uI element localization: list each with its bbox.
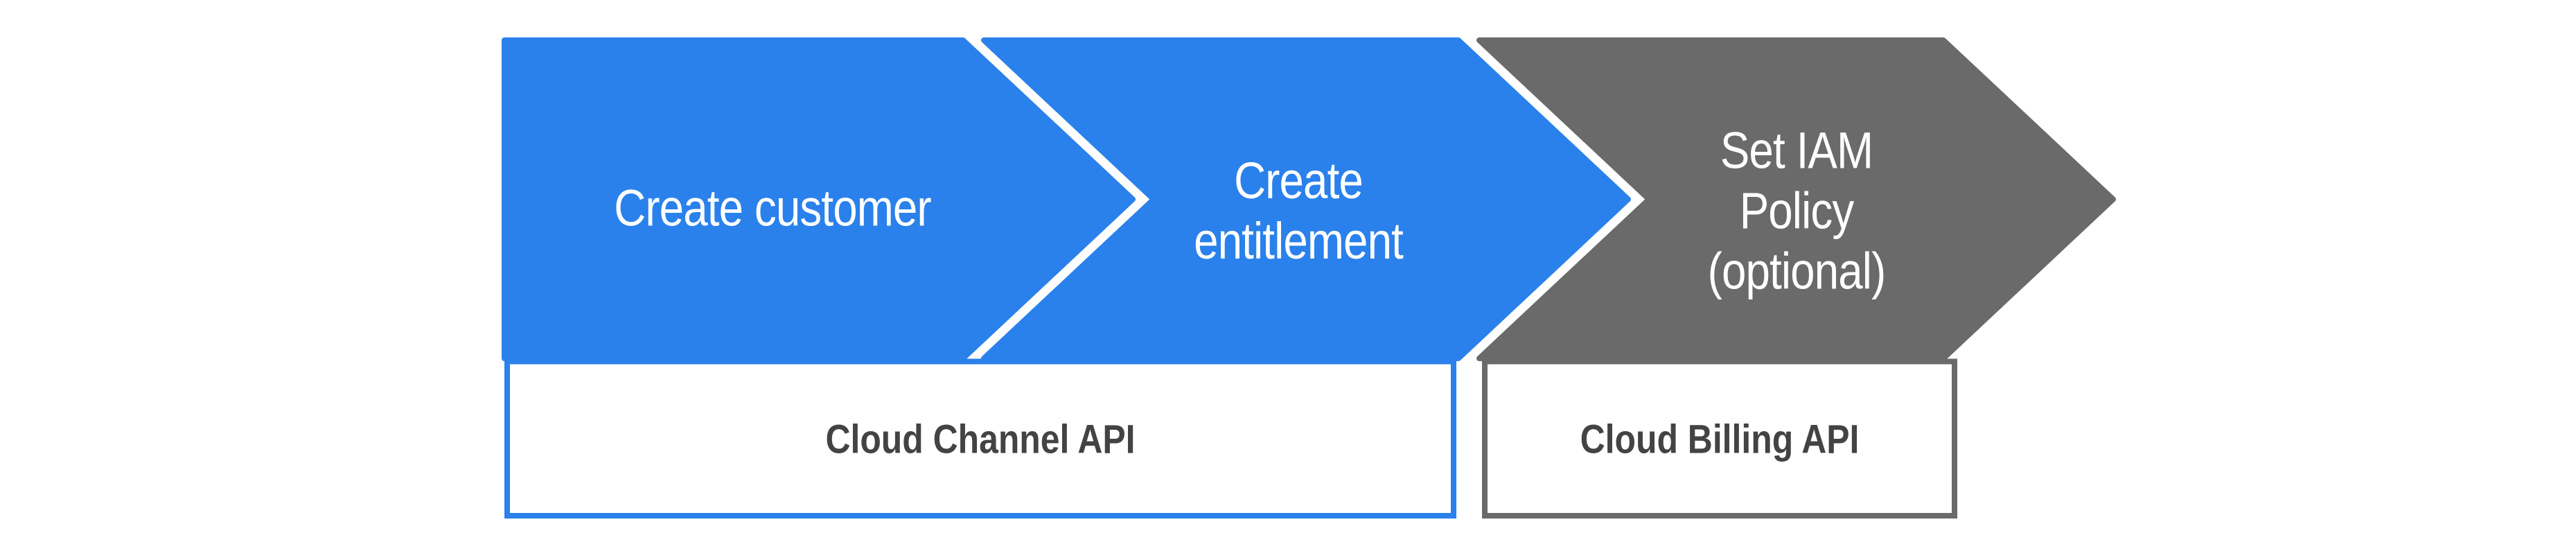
api-box-cloud-billing	[1482, 358, 1957, 518]
step-label-line: (optional)	[1707, 242, 1887, 300]
step-label-line: Policy	[1739, 182, 1854, 240]
step-label-line: entitlement	[1194, 212, 1404, 270]
api-box-label-cloud-billing: Cloud Billing API	[1580, 417, 1860, 462]
step-label-create-entitlement: Create entitlement	[1194, 150, 1404, 271]
chevron-create-entitlement	[981, 37, 1631, 361]
chevron-set-iam-policy	[1476, 37, 2116, 361]
chevron-create-customer	[502, 37, 1136, 361]
step-label-line: Create customer	[614, 179, 931, 237]
api-box-label-cloud-channel: Cloud Channel API	[825, 417, 1136, 462]
step-label-create-customer: Create customer	[614, 178, 931, 238]
api-box-cloud-channel	[504, 358, 1456, 518]
step-label-set-iam-policy: Set IAM Policy (optional)	[1707, 121, 1887, 302]
step-label-line: Set IAM	[1720, 121, 1873, 180]
step-label-line: Create	[1234, 152, 1364, 209]
